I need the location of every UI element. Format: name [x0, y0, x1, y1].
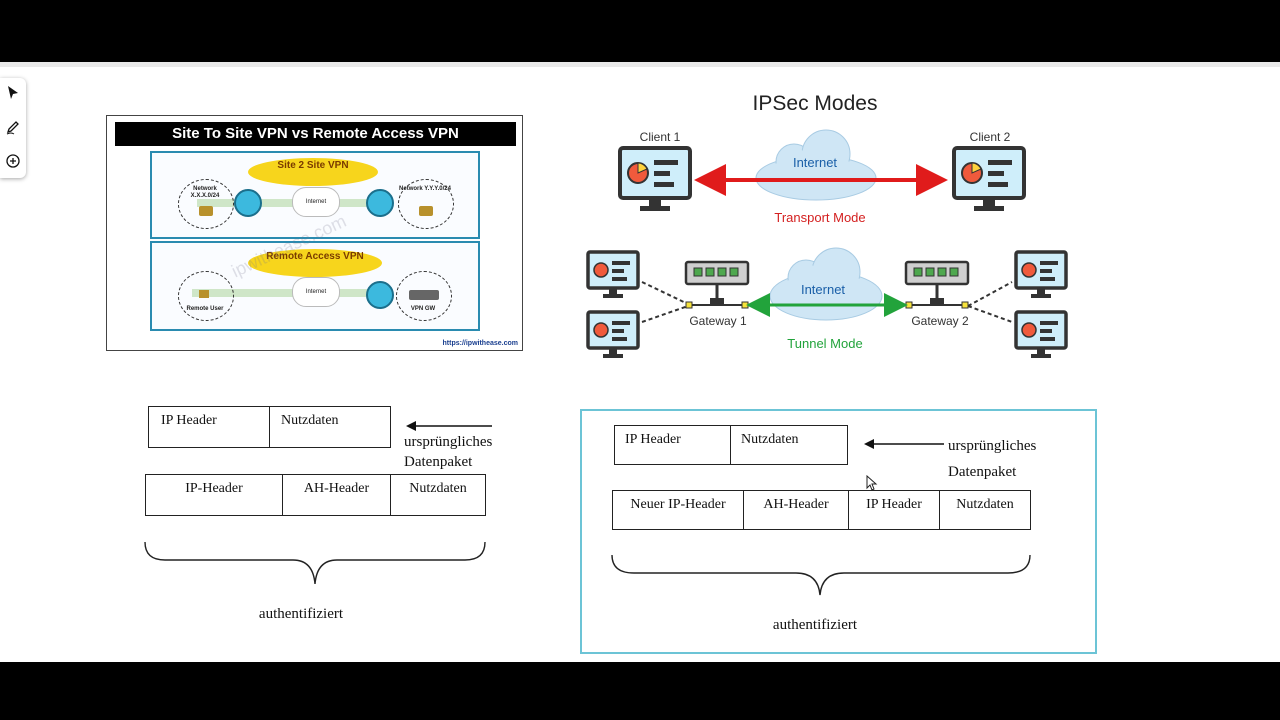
remote-internet-cloud: Internet: [292, 277, 340, 307]
right-note-arrow: [864, 439, 944, 449]
transport-mode-label: Transport Mode: [774, 210, 866, 225]
right-note: ursprüngliches Datenpaket: [948, 433, 1088, 485]
gateway1-label: Gateway 1: [689, 314, 747, 328]
host-br-monitor-icon: [1014, 310, 1068, 358]
left-note-line2: Datenpaket: [404, 454, 473, 470]
network-a-label: Network X.X.X.0/24: [190, 186, 220, 199]
router-a-icon: [234, 189, 262, 217]
remote-access-panel: Remote Access VPN Remote User Internet V…: [150, 241, 480, 331]
network-a-hosts-icon: [199, 206, 213, 216]
gateway1-switch-icon: [684, 260, 750, 309]
remote-router-icon: [366, 281, 394, 309]
left-auth-label: authentifiziert: [258, 606, 344, 622]
client2-label: Client 2: [969, 130, 1011, 144]
host-bl-monitor-icon: [586, 310, 640, 358]
vpn-comparison-image: Site To Site VPN vs Remote Access VPN Si…: [106, 115, 523, 351]
vertical-toolbar: [0, 78, 26, 178]
network-b-circle: Network Y.Y.Y.0/24: [398, 179, 454, 229]
vpn-gw-device-icon: [409, 290, 439, 300]
left-original-ip-header: IP Header: [161, 413, 217, 428]
left-note-arrow: [406, 421, 492, 431]
mouse-cursor-icon: [866, 475, 878, 491]
canvas-top-border: [0, 62, 1280, 67]
site2site-tunnel: [197, 199, 367, 207]
right-ah-new-ip-header: Neuer IP-Header: [630, 497, 726, 512]
source-url: https://ipwithease.com: [442, 340, 518, 347]
left-ah-ip-header: IP-Header: [185, 481, 243, 496]
remote-access-label: Remote Access VPN: [266, 251, 364, 262]
host-tl-monitor-icon: [586, 250, 640, 298]
right-ah-ip-header: IP Header: [848, 491, 939, 529]
vpn-image-title: Site To Site VPN vs Remote Access VPN: [115, 122, 516, 146]
left-original-packet: IP Header Nutzdaten: [148, 406, 391, 448]
client1-monitor-icon: [618, 146, 692, 211]
remote-user-laptop-icon: [199, 290, 209, 298]
tunnel-mode-label: Tunnel Mode: [787, 336, 863, 351]
host-tr-monitor-icon: [1014, 250, 1068, 298]
pen-icon: [6, 121, 19, 135]
left-ah-ah-header: AH-Header: [282, 475, 390, 515]
right-note-line2: Datenpaket: [948, 464, 1017, 480]
left-note: ursprüngliches Datenpaket: [404, 432, 524, 472]
right-packet-frame: IP Header Nutzdaten ursprüngliches Daten…: [580, 409, 1097, 654]
plus-circle-icon: [6, 154, 20, 168]
site2site-internet-cloud: Internet: [292, 187, 340, 217]
cursor-arrow-icon: [8, 86, 18, 99]
right-ah-ah-header: AH-Header: [743, 491, 848, 529]
pen-tool-button[interactable]: [3, 116, 23, 138]
right-original-packet: IP Header Nutzdaten: [614, 425, 848, 465]
network-a-circle: Network X.X.X.0/24: [178, 179, 234, 229]
left-ah-packet: IP-Header AH-Header Nutzdaten: [145, 474, 486, 516]
gateway2-switch-icon: [904, 260, 970, 309]
network-b-hosts-icon: [419, 206, 433, 216]
left-auth-brace: [144, 541, 486, 585]
right-original-ip-header: IP Header: [625, 432, 681, 447]
ipsec-modes-diagram: [586, 129, 1068, 358]
left-original-payload: Nutzdaten: [269, 407, 390, 447]
site2site-ellipse: Site 2 Site VPN: [248, 158, 378, 186]
client1-label: Client 1: [639, 130, 681, 144]
add-tool-button[interactable]: [3, 150, 23, 172]
remote-user-label: Remote User: [186, 306, 224, 312]
gateway2-label: Gateway 2: [911, 314, 969, 328]
remote-internet-label: Internet: [305, 289, 327, 295]
client2-monitor-icon: [952, 146, 1026, 211]
right-ah-packet: Neuer IP-Header AH-Header IP Header Nutz…: [612, 490, 1031, 530]
tunnel-internet-label: Internet: [800, 282, 846, 297]
left-note-line1: ursprüngliches: [404, 434, 493, 450]
vpn-gw-circle: VPN GW: [396, 271, 452, 321]
site2site-internet-label: Internet: [305, 199, 327, 205]
network-b-label: Network Y.Y.Y.0/24: [399, 186, 451, 192]
right-auth-label: authentifiziert: [772, 617, 858, 633]
ipsec-title: IPSec Modes: [752, 92, 878, 115]
vpn-gw-label: VPN GW: [410, 306, 436, 312]
right-original-payload: Nutzdaten: [730, 426, 847, 464]
transport-internet-label: Internet: [792, 155, 838, 170]
right-auth-brace: [611, 554, 1031, 596]
right-note-line1: ursprüngliches: [948, 438, 1037, 454]
remote-access-ellipse: Remote Access VPN: [248, 249, 382, 277]
site2site-label: Site 2 Site VPN: [277, 160, 349, 171]
remote-user-circle: Remote User: [178, 271, 234, 321]
left-ah-payload: Nutzdaten: [390, 475, 485, 515]
whiteboard-canvas[interactable]: Site To Site VPN vs Remote Access VPN Si…: [0, 62, 1280, 662]
select-tool-button[interactable]: [3, 82, 23, 104]
router-b-icon: [366, 189, 394, 217]
site2site-panel: Site 2 Site VPN Network X.X.X.0/24 Netwo…: [150, 151, 480, 239]
right-ah-payload: Nutzdaten: [939, 491, 1030, 529]
remote-tunnel: [192, 289, 382, 297]
